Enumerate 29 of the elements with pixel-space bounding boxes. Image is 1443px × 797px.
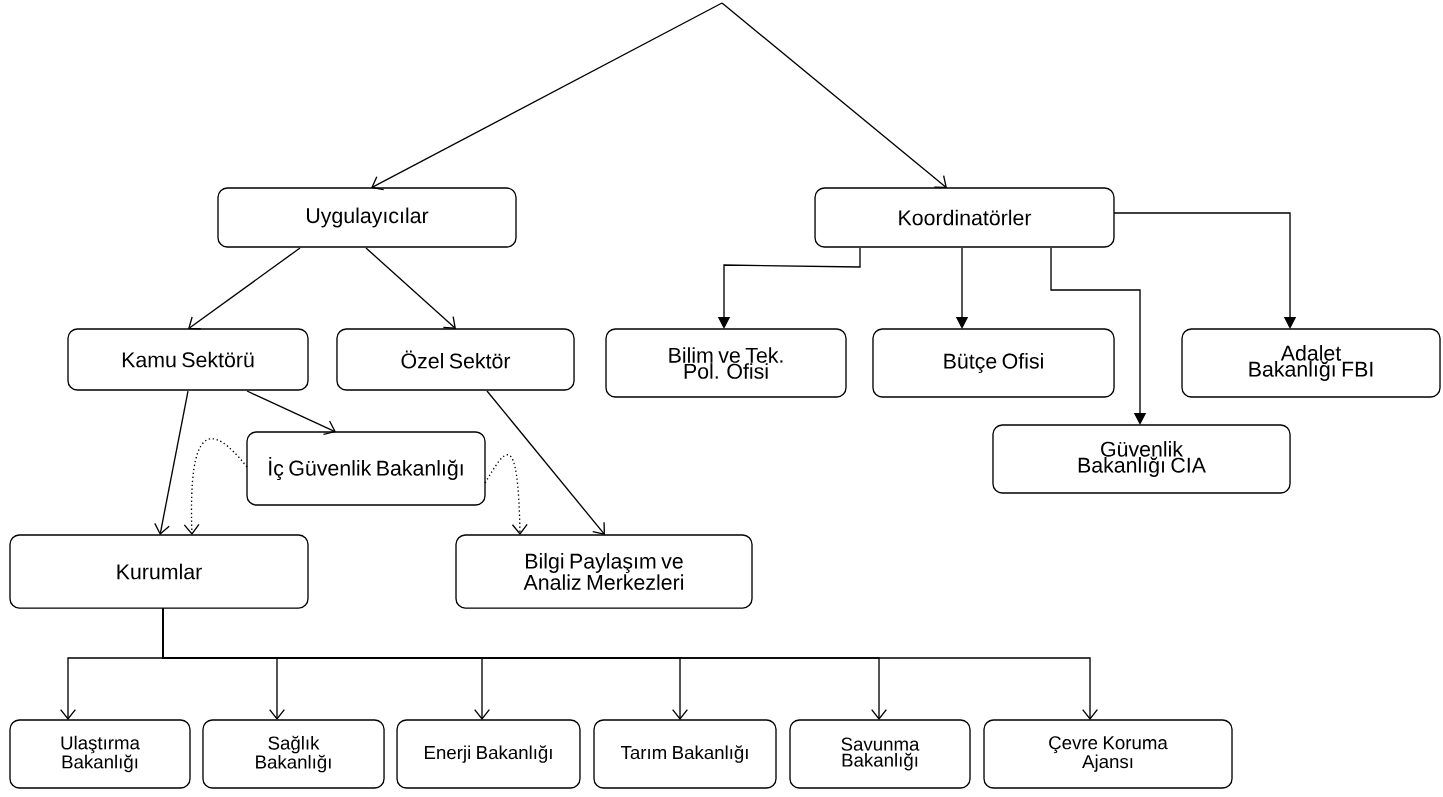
arrow — [1050, 247, 1147, 425]
org-box: Enerji Bakanlığı — [396, 719, 581, 789]
arrow — [162, 607, 1098, 720]
org-box: Ulaştırma Bakanlığı — [9, 719, 191, 789]
org-box: Özel Sektör — [336, 328, 575, 391]
arrow — [371, 2, 723, 191]
org-box: İç Güvenlik Bakanlığı — [246, 431, 486, 506]
arrow — [1113, 212, 1297, 329]
org-box: Adalet Bakanlığı FBI — [1181, 328, 1441, 398]
dotted-arrow — [484, 454, 528, 535]
org-box: Tarım Bakanlığı — [593, 719, 777, 789]
dotted-arrow — [183, 438, 248, 535]
org-box: Savunma Bakanlığı — [789, 719, 971, 789]
org-box: Kurumlar — [9, 534, 309, 609]
arrow — [246, 390, 336, 435]
arrow — [486, 390, 605, 535]
org-box: Bilim ve Tek. Pol. Ofisi — [605, 328, 847, 398]
org-box: Bütçe Ofisi — [872, 328, 1115, 398]
org-box: Güvenlik Bakanlığı CIA — [992, 424, 1291, 494]
arrow — [188, 247, 301, 330]
arrow — [721, 2, 947, 188]
arrow — [365, 247, 456, 329]
org-box: Bilgi Paylaşım ve Analiz Merkezleri — [455, 534, 753, 609]
org-box: Çevre Koruma Ajansı — [983, 719, 1233, 789]
org-box: Koordinatörler — [814, 187, 1115, 248]
org-box: Sağlık Bakanlığı — [202, 719, 385, 789]
org-box: Uygulayıcılar — [217, 187, 517, 248]
arrow — [154, 390, 189, 535]
org-box: Kamu Sektörü — [67, 328, 309, 391]
